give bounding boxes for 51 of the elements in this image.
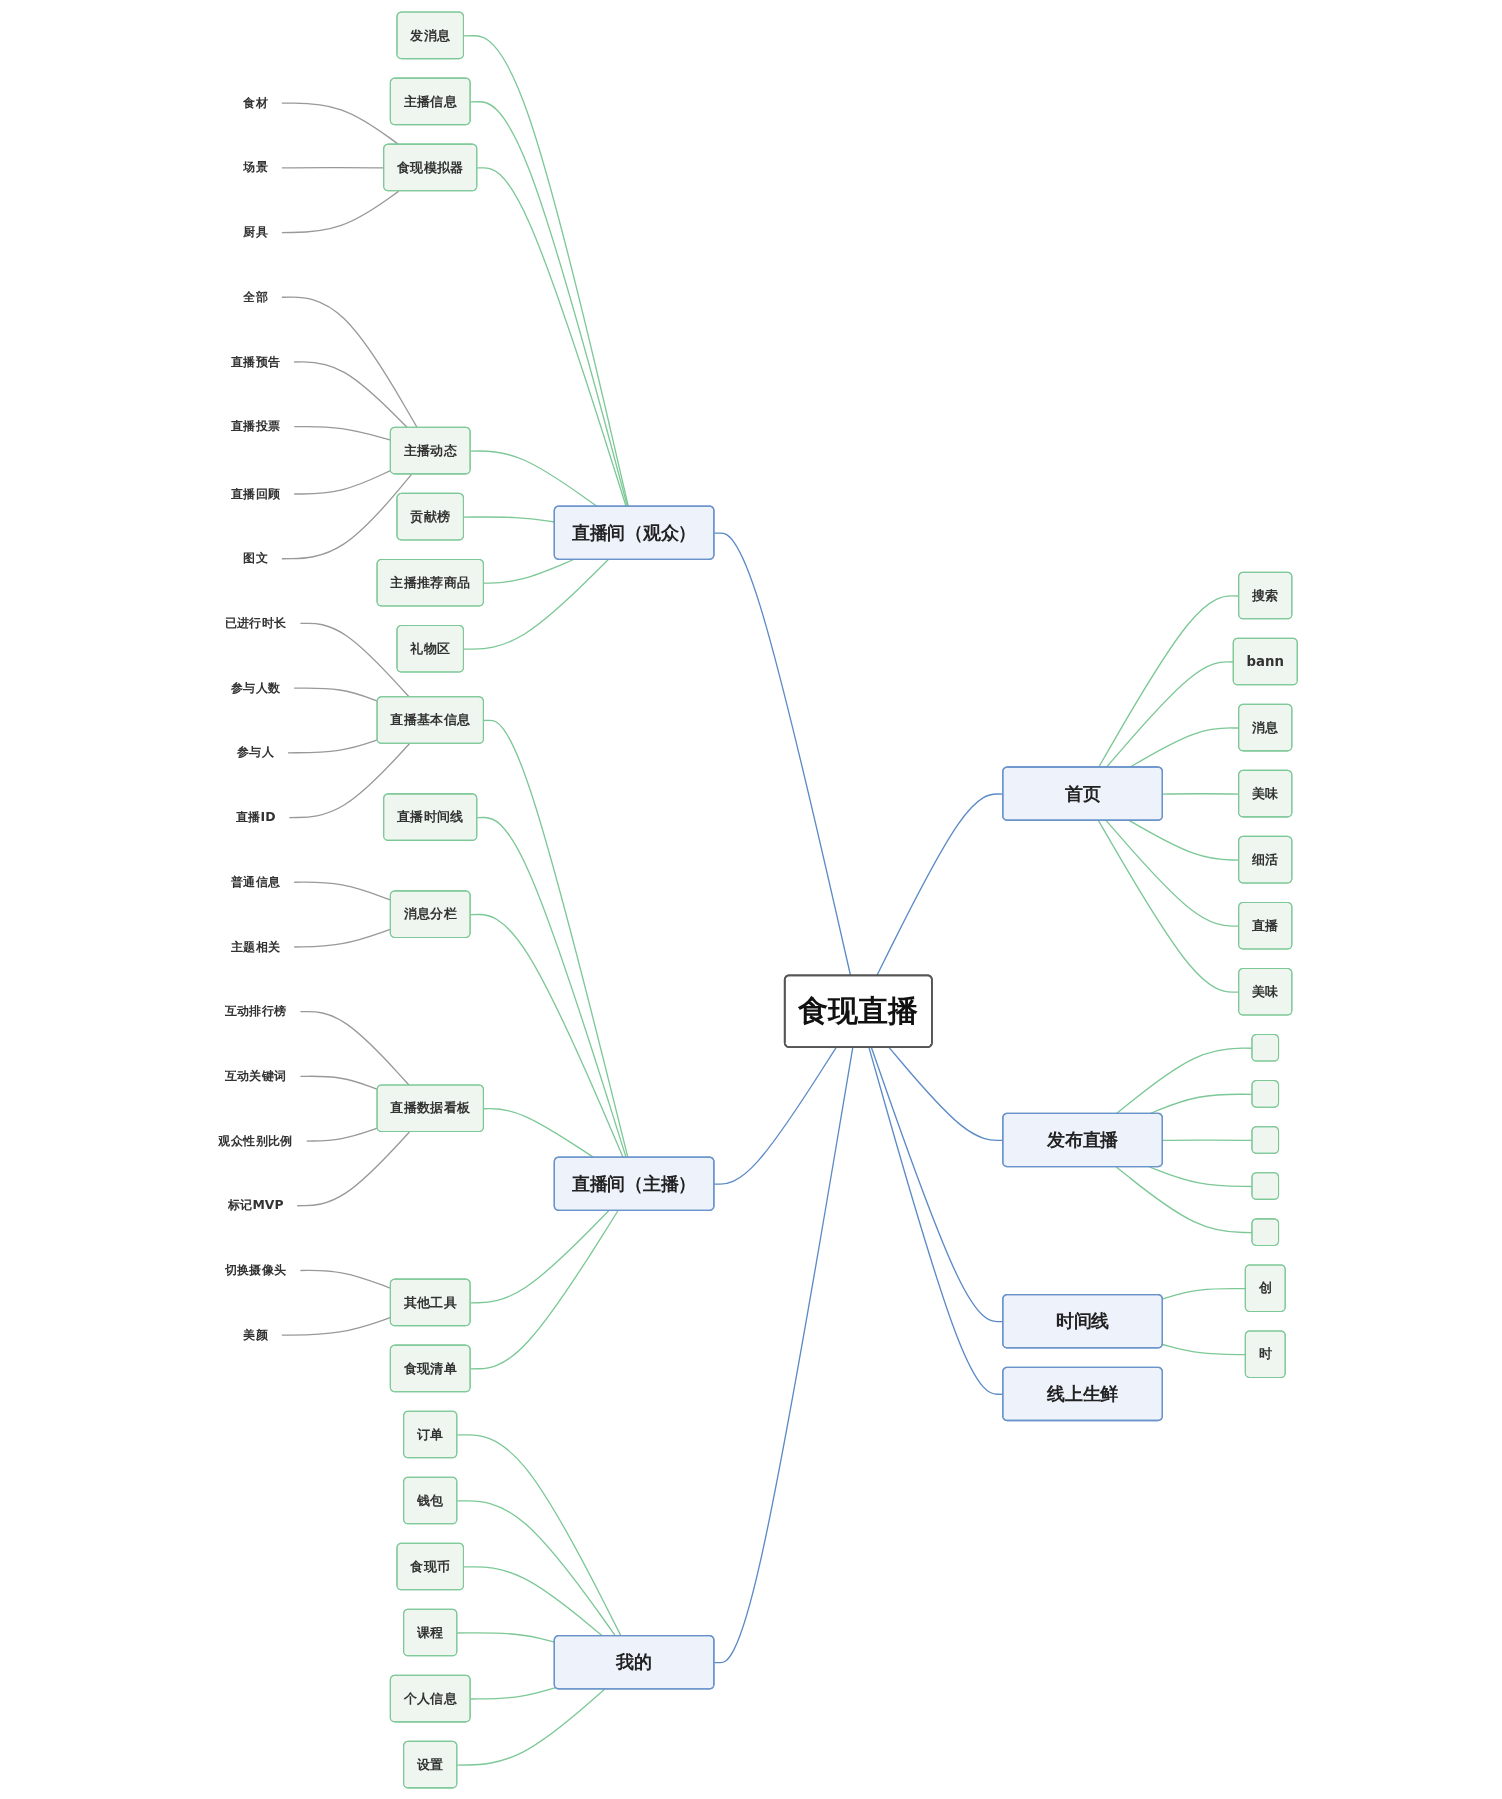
connector bbox=[463, 1565, 603, 1637]
connector bbox=[280, 190, 400, 233]
node-text: 直播投票 bbox=[230, 418, 281, 433]
connector bbox=[280, 101, 400, 145]
node-text: 直播回顾 bbox=[230, 485, 281, 500]
connector bbox=[296, 1130, 410, 1206]
connector bbox=[299, 1010, 410, 1086]
node-text: 标记MVP bbox=[227, 1197, 284, 1212]
node-text: 食材 bbox=[243, 94, 268, 109]
connector bbox=[469, 1686, 557, 1700]
node-text: 直播预告 bbox=[230, 353, 281, 368]
connector bbox=[476, 166, 627, 507]
connector bbox=[280, 296, 418, 428]
connector bbox=[469, 1209, 610, 1303]
connector bbox=[483, 558, 574, 584]
node-text: 观众性别比例 bbox=[218, 1132, 293, 1147]
connector bbox=[287, 738, 378, 754]
connector bbox=[456, 1433, 622, 1637]
connector bbox=[463, 558, 609, 650]
node-text: 互动关键词 bbox=[224, 1067, 287, 1083]
connector bbox=[305, 1126, 378, 1142]
connector bbox=[469, 1209, 619, 1370]
connector bbox=[469, 449, 598, 507]
node-text: 普通信息 bbox=[230, 873, 281, 888]
connector bbox=[293, 360, 408, 428]
connector bbox=[293, 469, 392, 495]
connector bbox=[288, 742, 410, 818]
node-text: 美颜 bbox=[243, 1326, 268, 1341]
node-text: 全部 bbox=[243, 288, 268, 303]
node-text: 互动排行榜 bbox=[224, 1003, 287, 1018]
connector bbox=[456, 1688, 606, 1766]
connector bbox=[469, 100, 628, 507]
node-text: 场景 bbox=[243, 159, 268, 174]
node-text: 参与人数 bbox=[230, 679, 281, 694]
connector bbox=[456, 1499, 617, 1637]
node-text: 参与人 bbox=[236, 744, 275, 759]
connector bbox=[713, 1046, 837, 1185]
connector bbox=[713, 1046, 854, 1663]
node-text: 已进行时长 bbox=[224, 614, 287, 630]
node-text: 直播ID bbox=[235, 809, 276, 824]
connector bbox=[299, 622, 410, 698]
connector bbox=[713, 531, 852, 976]
connector bbox=[476, 816, 627, 1158]
node-text: 厨具 bbox=[243, 224, 268, 239]
connector bbox=[483, 719, 629, 1158]
node-text: 切换摄像头 bbox=[224, 1262, 287, 1277]
node-text: 主题相关 bbox=[230, 938, 281, 953]
connector bbox=[463, 34, 629, 507]
connector bbox=[280, 473, 412, 559]
node-text: 图文 bbox=[243, 550, 268, 565]
connector bbox=[469, 913, 624, 1158]
